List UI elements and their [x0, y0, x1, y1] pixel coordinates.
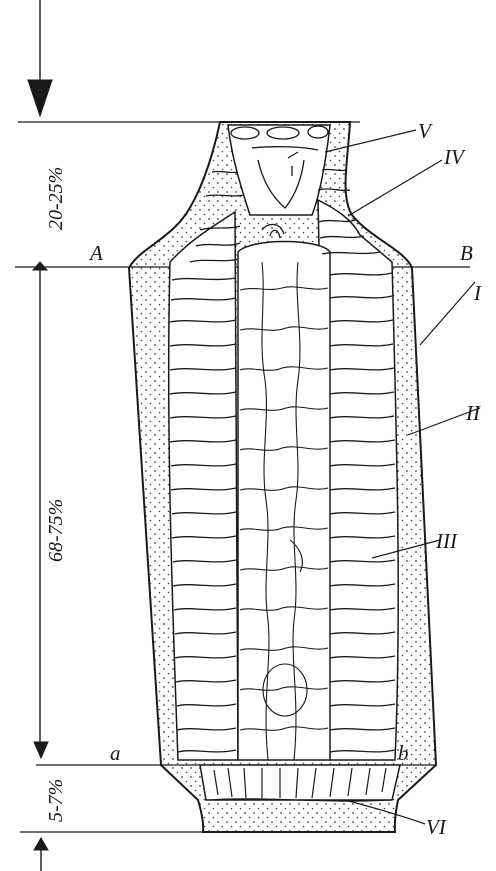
arrow-down-top [28, 80, 52, 116]
label-B: B [460, 241, 473, 265]
label-I: I [473, 281, 482, 305]
arrow-up-mid [33, 262, 47, 270]
left-columnar-zone [169, 212, 238, 760]
central-core [238, 242, 330, 761]
label-a: a [110, 741, 121, 765]
dimension-labels: 20-25% 68-75% 5-7% [45, 167, 67, 822]
arrow-down-mid [34, 742, 48, 758]
leader-IV [348, 160, 442, 216]
label-V: V [418, 119, 433, 143]
label-b: b [398, 741, 409, 765]
label-II: II [465, 401, 481, 425]
dimension-bottom: 5-7% [45, 779, 67, 822]
label-III: III [435, 529, 458, 553]
label-IV: IV [443, 145, 466, 169]
dimension-top: 20-25% [45, 167, 67, 230]
dimension-middle: 68-75% [45, 499, 67, 562]
label-VI: VI [426, 815, 447, 839]
dimension-arrows [28, 0, 52, 871]
leader-I [420, 282, 475, 345]
label-A: A [88, 241, 103, 265]
